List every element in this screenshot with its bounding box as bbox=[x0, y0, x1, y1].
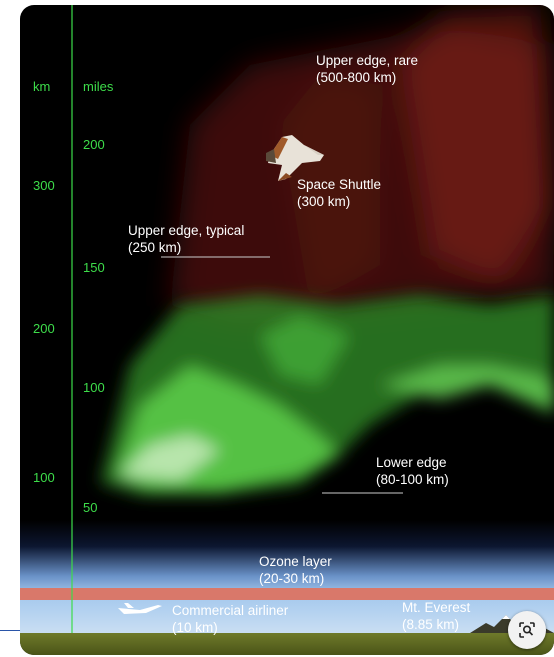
mile-tick: 200 bbox=[83, 137, 105, 152]
ground bbox=[20, 633, 554, 655]
km-tick: 100 bbox=[33, 470, 55, 485]
aurora-red-layer bbox=[170, 5, 554, 325]
km-tick: 300 bbox=[33, 178, 55, 193]
km-axis-header: km bbox=[33, 79, 51, 94]
label-ozone-layer: Ozone layer (20-30 km) bbox=[259, 554, 332, 586]
label-commercial-airliner: Commercial airliner (10 km) bbox=[172, 603, 289, 635]
airplane-icon bbox=[118, 603, 162, 614]
label-upper-edge-rare: Upper edge, rare (500-800 km) bbox=[316, 53, 419, 85]
aurora-scene bbox=[20, 5, 554, 655]
space-shuttle-icon bbox=[266, 135, 324, 181]
label-mt-everest: Mt. Everest (8.85 km) bbox=[402, 600, 471, 632]
label-space-shuttle: Space Shuttle (300 km) bbox=[297, 177, 382, 209]
ozone-band bbox=[20, 588, 554, 600]
km-tick: 200 bbox=[33, 321, 55, 336]
atmosphere bbox=[20, 520, 554, 595]
aurora-diagram: km miles 300 200 100 200 150 100 50 Uppe… bbox=[20, 5, 554, 655]
miles-axis-header: miles bbox=[83, 79, 114, 94]
page-edge-mark bbox=[0, 630, 20, 631]
lower-sky bbox=[20, 600, 554, 633]
label-upper-edge-typical: Upper edge, typical (250 km) bbox=[128, 223, 245, 255]
visual-search-button[interactable] bbox=[508, 611, 546, 649]
visual-search-icon bbox=[519, 622, 535, 638]
mile-tick: 50 bbox=[83, 500, 98, 515]
label-lower-edge: Lower edge (80-100 km) bbox=[376, 455, 449, 487]
mile-tick: 150 bbox=[83, 260, 105, 275]
aurora-green-layer bbox=[100, 295, 554, 495]
mile-tick: 100 bbox=[83, 380, 105, 395]
